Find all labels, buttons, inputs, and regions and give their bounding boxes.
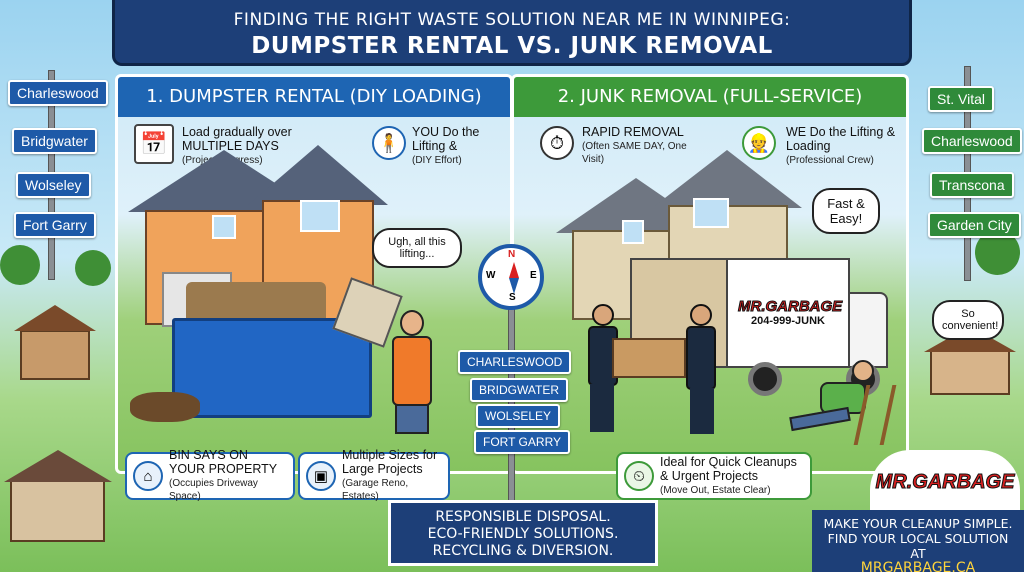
title-line-2: DUMPSTER RENTAL VS. JUNK REMOVAL xyxy=(251,33,773,59)
feature-rapid-removal: RAPID REMOVAL (Often SAME DAY, One Visit… xyxy=(582,126,702,166)
compass-west: W xyxy=(486,270,496,281)
tree xyxy=(75,250,111,286)
compass-icon: N S E W xyxy=(478,244,544,310)
speech-bubble-diy: Ugh, all this lifting... xyxy=(372,228,462,268)
house-window xyxy=(212,215,236,239)
card-sub: (Move Out, Estate Clear) xyxy=(660,484,771,496)
street-sign-st-vital: St. Vital xyxy=(928,86,994,112)
compass-south: S xyxy=(509,292,516,303)
card-title: Multiple Sizes for Large Projects xyxy=(342,448,438,476)
feature-sub: (Often SAME DAY, One Visit) xyxy=(582,141,687,165)
worker-legs xyxy=(395,404,429,434)
junk-panel-header: 2. JUNK REMOVAL (FULL-SERVICE) xyxy=(514,77,906,117)
left-house-2 xyxy=(10,480,105,542)
cta-line-1: MAKE YOUR CLEANUP SIMPLE. xyxy=(823,516,1013,531)
house-roof xyxy=(248,145,388,205)
debris-pile xyxy=(130,392,200,422)
street-sign-transcona: Transcona xyxy=(930,172,1014,198)
box-icon: ▣ xyxy=(306,461,336,491)
truck-brand: MR.GARBAGE xyxy=(738,298,843,316)
street-sign-bridgwater: Bridgwater xyxy=(12,128,97,154)
card-sub: (Garage Reno, Estates) xyxy=(342,478,409,502)
crew-worker xyxy=(686,326,716,390)
card-quick-cleanups: ⏲ Ideal for Quick Cleanups & Urgent Proj… xyxy=(616,452,812,500)
feature-title: YOU Do the Lifting & xyxy=(412,125,480,153)
house-window xyxy=(622,220,644,244)
feature-title: Load gradually over MULTIPLE DAYS xyxy=(182,125,292,153)
worker-diy xyxy=(392,336,432,406)
crew-legs xyxy=(590,384,614,432)
compass-east: E xyxy=(530,270,537,281)
center-sign-fort-garry: FORT GARRY xyxy=(474,430,571,454)
worker-head xyxy=(400,310,424,336)
compass-needle xyxy=(509,262,519,278)
cta-url-link[interactable]: MRGARBAGE.CA xyxy=(860,560,976,572)
carried-box xyxy=(612,338,686,378)
house-window xyxy=(300,200,340,232)
truck-box xyxy=(726,258,850,368)
crew-head xyxy=(592,304,614,326)
feature-sub: (Professional Crew) xyxy=(786,155,874,166)
card-title: Ideal for Quick Cleanups & Urgent Projec… xyxy=(660,454,797,483)
street-sign-wolseley: Wolseley xyxy=(16,172,91,198)
crew-legs xyxy=(690,388,714,434)
feature-we-lift: WE Do the Lifting & Loading (Professiona… xyxy=(786,126,904,167)
left-house-1-roof xyxy=(14,305,96,331)
truck-branding: MR.GARBAGE 204-999-JUNK xyxy=(738,298,843,328)
compass-needle xyxy=(509,278,519,294)
card-sub: (Occupies Driveway Space) xyxy=(169,478,258,502)
title-line-1: FINDING THE RIGHT WASTE SOLUTION NEAR ME… xyxy=(233,10,791,30)
dumpster-panel-header: 1. DUMPSTER RENTAL (DIY LOADING) xyxy=(118,77,510,117)
house-icon: ⌂ xyxy=(133,461,163,491)
street-sign-garden-city: Garden City xyxy=(928,212,1021,238)
eco-ribbon: RESPONSIBLE DISPOSAL. ECO-FRIENDLY SOLUT… xyxy=(388,500,658,566)
street-sign-charleswood: Charleswood xyxy=(922,128,1022,154)
card-title: BIN SAYS ON YOUR PROPERTY xyxy=(169,448,278,476)
right-house-1 xyxy=(930,350,1010,395)
feature-title: WE Do the Lifting & Loading xyxy=(786,125,896,153)
feature-title: RAPID REMOVAL xyxy=(582,125,684,139)
call-to-action: MAKE YOUR CLEANUP SIMPLE. FIND YOUR LOCA… xyxy=(812,510,1024,572)
truck-cab xyxy=(848,292,888,368)
title-banner: FINDING THE RIGHT WASTE SOLUTION NEAR ME… xyxy=(112,0,912,66)
center-sign-bridgwater: BRIDGWATER xyxy=(470,378,568,402)
card-multiple-sizes: ▣ Multiple Sizes for Large Projects (Gar… xyxy=(298,449,450,502)
logo-text: MR.GARBAGE xyxy=(875,470,1015,493)
truck-phone: 204-999-JUNK xyxy=(751,315,825,327)
center-sign-charleswood: CHARLESWOOD xyxy=(458,350,572,374)
feature-sub: (DIY Effort) xyxy=(412,155,462,166)
card-bin-on-property: ⌂ BIN SAYS ON YOUR PROPERTY (Occupies Dr… xyxy=(125,449,295,502)
ribbon-line-2: ECO-FRIENDLY SOLUTIONS. xyxy=(427,526,619,542)
speech-bubble-fast: Fast & Easy! xyxy=(812,188,880,234)
clock-icon: ⏲ xyxy=(624,461,654,491)
tree xyxy=(0,245,40,285)
homeowner-head xyxy=(852,360,874,382)
center-sign-wolseley: WOLSELEY xyxy=(476,404,561,428)
street-sign-fort-garry: Fort Garry xyxy=(14,212,96,238)
house-window xyxy=(693,198,729,228)
compass-north: N xyxy=(508,249,516,260)
ribbon-line-3: RECYCLING & DIVERSION. xyxy=(432,543,614,559)
speech-bubble-convenient: So convenient! xyxy=(932,300,1004,340)
feature-diy-lifting: YOU Do the Lifting & (DIY Effort) xyxy=(412,126,507,167)
left-house-2-roof xyxy=(4,450,112,482)
dumpster-bin xyxy=(172,318,372,418)
mr-garbage-logo: MR.GARBAGE xyxy=(870,450,1020,514)
crew-head xyxy=(690,304,712,326)
left-house-1 xyxy=(20,330,90,380)
stopwatch-icon: ⏱ xyxy=(540,126,574,160)
street-sign-charleswood: Charleswood xyxy=(8,80,108,106)
truck-wheel xyxy=(748,362,782,396)
ribbon-line-1: RESPONSIBLE DISPOSAL. xyxy=(435,509,611,525)
cta-line-2: FIND YOUR LOCAL SOLUTION AT xyxy=(827,531,1009,561)
